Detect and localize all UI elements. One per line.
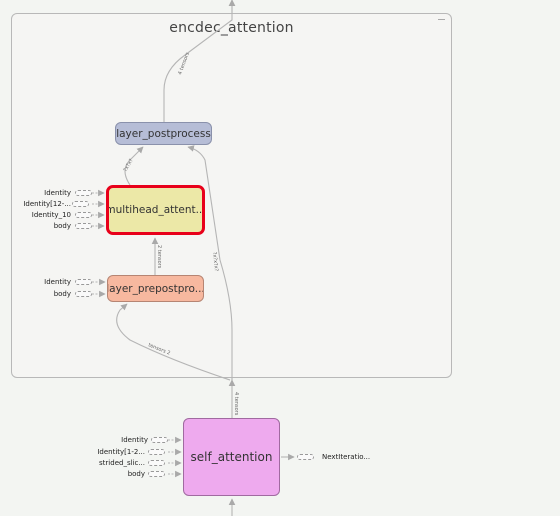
self-output-port[interactable] — [297, 454, 314, 460]
self-input-label-3: body — [127, 470, 145, 478]
pre-input-port-1[interactable] — [75, 291, 92, 297]
mha-input-label-3: body — [53, 222, 71, 230]
pre-input-label-1: body — [53, 290, 71, 298]
self-input-label-1: Identity[1-2... — [97, 448, 145, 456]
self-input-port-1[interactable] — [148, 449, 165, 455]
layer-postprocess-label: layer_postprocess — [116, 127, 211, 140]
mha-input-port-3[interactable] — [75, 223, 92, 229]
layer-postprocess-node[interactable]: layer_postprocess — [115, 122, 212, 145]
self-input-label-2: strided_slic... — [99, 459, 145, 467]
pre-input-port-0[interactable] — [75, 279, 92, 285]
mha-input-port-0[interactable] — [75, 190, 92, 196]
self-input-port-0[interactable] — [151, 437, 168, 443]
self-input-port-2[interactable] — [148, 460, 165, 466]
self-attention-node[interactable]: self_attention — [183, 418, 280, 496]
pre-input-label-0: Identity — [44, 278, 71, 286]
mha-input-port-2[interactable] — [75, 212, 92, 218]
self-input-port-3[interactable] — [148, 471, 165, 477]
layer-prepostprocess-label: layer_prepostpro... — [107, 282, 204, 295]
collapse-icon[interactable] — [438, 19, 445, 20]
multihead-attention-node[interactable]: multihead_attent... — [106, 185, 205, 235]
mha-input-label-2: Identity_10 — [31, 211, 71, 219]
group-title: encdec_attention — [169, 20, 294, 36]
mha-input-label-1: Identity[12-... — [23, 200, 71, 208]
self-attention-label: self_attention — [190, 450, 273, 464]
mha-input-label-0: Identity — [44, 189, 71, 197]
self-input-label-0: Identity — [121, 436, 148, 444]
layer-prepostprocess-node[interactable]: layer_prepostpro... — [107, 275, 204, 302]
mha-input-port-1[interactable] — [72, 201, 89, 207]
multihead-attention-label: multihead_attent... — [106, 204, 205, 216]
edge-label-self-in: 4 tensors — [233, 392, 239, 416]
self-output-label: NextIteratio... — [322, 453, 371, 461]
